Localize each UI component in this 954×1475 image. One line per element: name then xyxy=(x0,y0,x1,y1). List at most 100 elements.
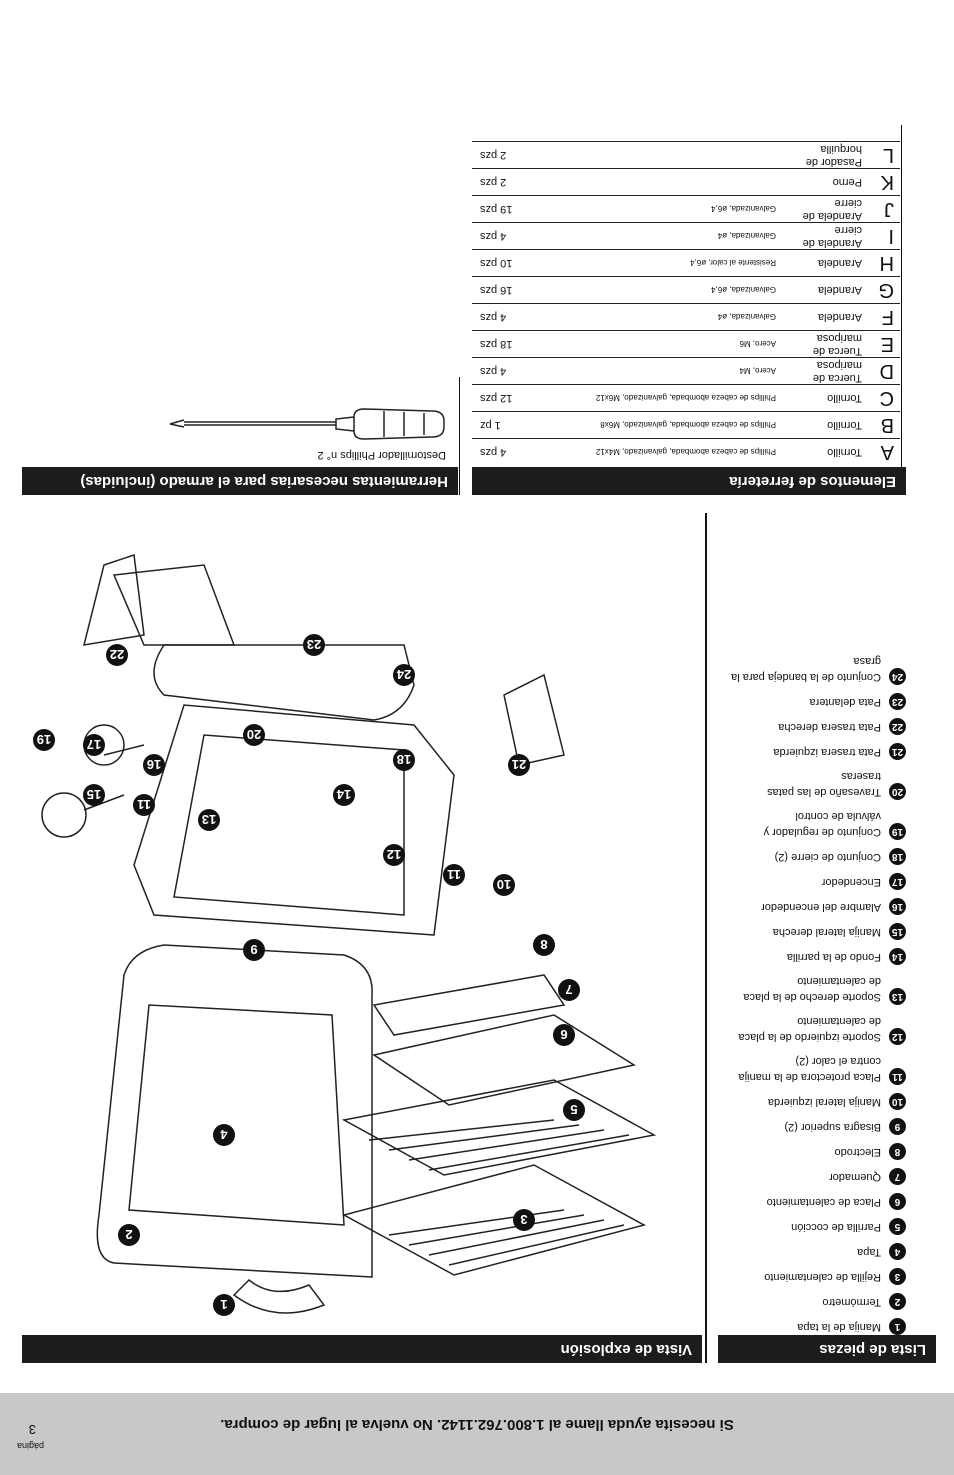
part-name: Pata trasera derecha xyxy=(778,721,881,733)
warming-rack-drawing xyxy=(341,1164,647,1276)
hw-qty: 12 pzs xyxy=(472,384,535,412)
hw-letter: C xyxy=(865,384,900,412)
callout-17: 17 xyxy=(83,734,105,756)
hw-spec: Phillips de cabeza abombada, galvanizado… xyxy=(535,411,779,439)
hw-qty: 19 pzs xyxy=(472,195,535,223)
part-number-badge: 1 xyxy=(889,1318,906,1335)
svg-text:20: 20 xyxy=(247,727,261,742)
callout-18: 18 xyxy=(393,749,415,771)
hw-spec: Acero, M4 xyxy=(535,357,779,385)
screwdriver-caption: Destornillador Phillips n° 2 xyxy=(317,449,446,461)
part-name: Placa protectora de la manija contra el … xyxy=(738,1055,881,1083)
part-number-badge: 9 xyxy=(889,1118,906,1135)
part-number-badge: 16 xyxy=(889,898,906,915)
part-number-badge: 8 xyxy=(889,1143,906,1160)
part-name: Manija lateral derecha xyxy=(772,926,881,938)
part-number-badge: 3 xyxy=(889,1268,906,1285)
hw-letter: D xyxy=(865,357,900,385)
part-number-badge: 22 xyxy=(889,718,906,735)
exploded-view-header: Vista de explosión xyxy=(22,1335,702,1363)
part-number-badge: 11 xyxy=(889,1068,906,1085)
callout-6: 6 xyxy=(553,1024,575,1046)
svg-text:7: 7 xyxy=(565,982,572,997)
part-name: Travesaño de las patas traseras xyxy=(767,770,881,798)
svg-text:17: 17 xyxy=(87,737,101,752)
hw-letter: K xyxy=(865,168,900,196)
hardware-left-rule xyxy=(901,125,902,467)
hw-name: Arandela xyxy=(779,249,865,277)
hw-name: Arandela de cierre xyxy=(779,195,865,223)
hw-name: Tuerca de mariposa xyxy=(779,330,865,358)
hardware-header: Elementos de ferretería xyxy=(472,467,906,495)
part-name: Pata trasera izquierda xyxy=(773,746,881,758)
svg-text:13: 13 xyxy=(202,812,216,827)
hw-qty: 2 pzs xyxy=(472,141,535,169)
tools-left-rule xyxy=(459,377,460,495)
svg-text:19: 19 xyxy=(37,732,51,747)
exploded-view-diagram: 1 2 3 4 5 6 7 8 9 10 11 11 12 13 14 15 1… xyxy=(33,553,657,1316)
callout-14: 14 xyxy=(333,784,355,806)
hw-letter: I xyxy=(865,222,900,250)
callout-3: 3 xyxy=(513,1209,535,1231)
callout-22: 22 xyxy=(106,644,128,666)
part-name: Alambre del encendedor xyxy=(761,901,881,913)
callout-5: 5 xyxy=(563,1099,585,1121)
grill-bottom-drawing xyxy=(133,704,455,936)
svg-text:22: 22 xyxy=(110,647,124,662)
callout-24: 24 xyxy=(393,664,415,686)
part-name: Fondo de la parrilla xyxy=(786,951,881,963)
svg-text:14: 14 xyxy=(336,787,351,802)
svg-text:18: 18 xyxy=(397,752,411,767)
part-number-badge: 7 xyxy=(889,1168,906,1185)
hw-letter: G xyxy=(865,276,900,304)
hw-letter: L xyxy=(865,141,900,169)
svg-text:11: 11 xyxy=(137,797,151,812)
hw-spec: Galvanizada, ø4 xyxy=(535,222,779,250)
svg-text:16: 16 xyxy=(147,757,161,772)
hw-spec: Galvanizada, ø6,4 xyxy=(535,195,779,223)
hw-letter: B xyxy=(865,411,900,439)
part-name: Conjunto de la bandeja para la grasa xyxy=(731,655,881,683)
hw-qty: 18 pzs xyxy=(472,330,535,358)
part-number-badge: 17 xyxy=(889,873,906,890)
part-number-badge: 13 xyxy=(889,988,906,1005)
part-name: Soporte derecho de la placa de calentami… xyxy=(743,975,881,1003)
part-name: Quemador xyxy=(829,1171,881,1183)
part-number-badge: 6 xyxy=(889,1193,906,1210)
warming-plate-drawing xyxy=(372,1014,636,1106)
svg-text:5: 5 xyxy=(570,1102,577,1117)
svg-text:11: 11 xyxy=(447,867,461,882)
rear-leg-left-drawing xyxy=(503,673,565,766)
hw-qty: 4 pzs xyxy=(472,438,535,465)
grease-tray-drawing xyxy=(112,564,236,646)
hw-name: Arandela xyxy=(779,303,865,331)
svg-text:3: 3 xyxy=(520,1212,527,1227)
list-item: 6 Placa de calentamiento xyxy=(706,1193,906,1210)
part-number-badge: 2 xyxy=(889,1293,906,1310)
hw-name: Tornillo xyxy=(779,438,865,465)
list-item: 13 Soporte derecho de la placa de calenta… xyxy=(706,973,906,1005)
hw-qty: 4 pzs xyxy=(472,303,535,331)
svg-text:6: 6 xyxy=(560,1027,567,1042)
tools-header: Herramientas necesarias para el armado (… xyxy=(22,467,458,495)
hw-name: Tornillo xyxy=(779,384,865,412)
part-name: Rejilla de calentamiento xyxy=(764,1271,881,1283)
part-name: Placa de calentamiento xyxy=(766,1196,881,1208)
screwdriver-icon xyxy=(169,408,445,440)
